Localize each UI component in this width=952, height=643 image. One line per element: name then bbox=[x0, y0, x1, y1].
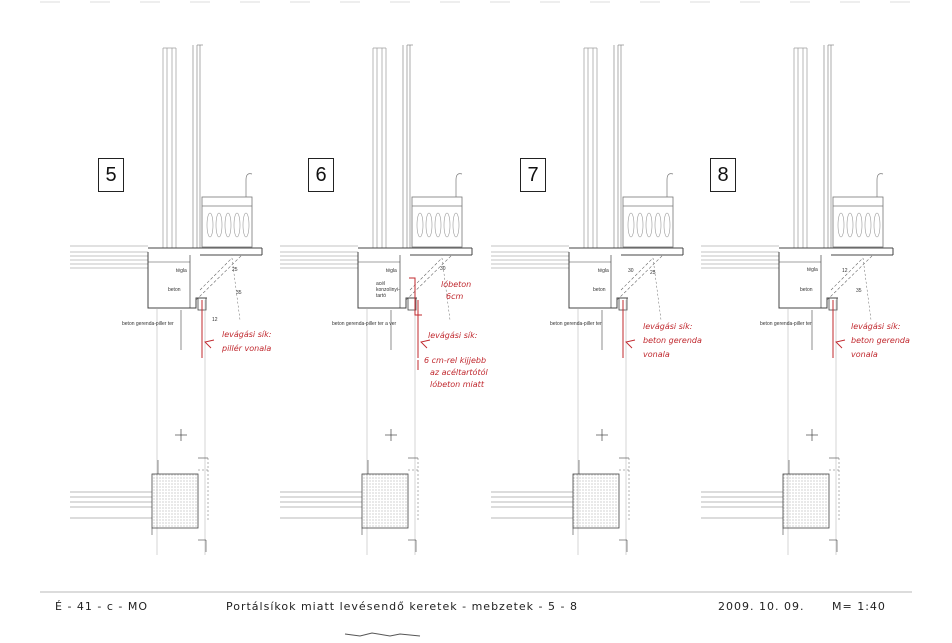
baluster-5-2 bbox=[224, 212, 232, 238]
baluster-8-4 bbox=[873, 212, 881, 238]
baluster-8-3 bbox=[864, 212, 872, 238]
label-tegla-8: tégla bbox=[807, 267, 818, 273]
baluster-8-0 bbox=[837, 212, 845, 238]
drawing-scale: M= 1:40 bbox=[832, 600, 886, 613]
handrail-curl-8 bbox=[876, 173, 884, 197]
panel-number-6: 6 bbox=[308, 158, 334, 192]
label-tegla-6: tégla bbox=[386, 268, 397, 274]
drawing-code: É - 41 - c - MO bbox=[55, 600, 149, 613]
projection-a-5 bbox=[195, 254, 243, 301]
dim-a-5: 12 bbox=[212, 317, 218, 323]
projection-c-6 bbox=[441, 257, 451, 321]
baluster-5-1 bbox=[215, 212, 223, 238]
red-note-7-1: levágási sík: bbox=[643, 322, 693, 331]
balustrade-7 bbox=[622, 196, 674, 248]
handrail-curl-7 bbox=[666, 173, 674, 197]
dim-a-8: 12 bbox=[842, 268, 848, 274]
steel-bracket-6 bbox=[407, 297, 417, 311]
panel-number-5: 5 bbox=[98, 158, 124, 192]
baluster-6-3 bbox=[443, 212, 451, 238]
projection-c-5 bbox=[231, 257, 241, 321]
red-note-7-2: beton gerenda bbox=[643, 336, 702, 345]
drawing-date: 2009. 10. 09. bbox=[718, 600, 805, 613]
red-note-8-3: vonala bbox=[851, 350, 878, 359]
baluster-7-0 bbox=[627, 212, 635, 238]
baluster-5-3 bbox=[233, 212, 241, 238]
dim-b-7: 25 bbox=[650, 270, 656, 276]
red-arrow-6 bbox=[420, 339, 431, 349]
baluster-5-4 bbox=[242, 212, 250, 238]
red-arrow-8 bbox=[835, 339, 846, 349]
drawing-title: Portálsíkok miatt levésendő keretek - me… bbox=[226, 600, 578, 613]
label-tegla-7: tégla bbox=[598, 268, 609, 274]
projection-b-8 bbox=[830, 257, 864, 291]
label-beton-7: beton bbox=[593, 287, 606, 293]
label-beam-8: beton gerenda-piller ter bbox=[760, 321, 812, 327]
label-beton-6: acél konzolinyi-tartó bbox=[376, 281, 400, 299]
red-extra-6-2: 6cm bbox=[446, 292, 464, 301]
label-beam-6: beton gerenda-piller ter a ver bbox=[332, 321, 397, 327]
dim-b-5: 25 bbox=[232, 267, 238, 273]
red-arrow-7 bbox=[625, 339, 636, 349]
plan-pier-5 bbox=[151, 473, 199, 529]
baluster-8-2 bbox=[855, 212, 863, 238]
red-note-8-2: beton gerenda bbox=[851, 336, 910, 345]
baluster-8-1 bbox=[846, 212, 854, 238]
baluster-7-4 bbox=[663, 212, 671, 238]
projection-c-7 bbox=[652, 257, 662, 321]
plan-pier-7 bbox=[572, 473, 620, 529]
red-offset-path-6 bbox=[409, 277, 422, 316]
label-beam-7: beton gerenda-piller ter bbox=[550, 321, 602, 327]
projection-b-7 bbox=[620, 257, 654, 291]
baluster-7-2 bbox=[645, 212, 653, 238]
handrail-curl-6 bbox=[455, 173, 463, 197]
baluster-6-1 bbox=[425, 212, 433, 238]
balustrade-8 bbox=[832, 196, 884, 248]
panel-number-7: 7 bbox=[520, 158, 546, 192]
dim-a-7: 30 bbox=[628, 268, 634, 274]
baluster-7-1 bbox=[636, 212, 644, 238]
handrail-curl-5 bbox=[245, 173, 253, 197]
red-note-6-4: lóbeton miatt bbox=[430, 380, 484, 389]
projection-a-8 bbox=[826, 254, 874, 301]
red-arrow-5 bbox=[204, 339, 215, 349]
label-tegla-5: tégla bbox=[176, 268, 187, 274]
baluster-7-3 bbox=[654, 212, 662, 238]
label-beam-5: beton gerenda-piller ter bbox=[122, 321, 174, 327]
projection-c-8 bbox=[862, 257, 872, 321]
dim-b-8: 35 bbox=[856, 288, 862, 294]
balustrade-6 bbox=[411, 196, 463, 248]
red-note-6-2: 6 cm-rel kijjebb bbox=[424, 356, 487, 365]
red-note-5-1: levágási sík: bbox=[222, 330, 272, 339]
balustrade-5 bbox=[201, 196, 253, 248]
baluster-6-4 bbox=[452, 212, 460, 238]
plan-pier-8 bbox=[782, 473, 830, 529]
baluster-6-0 bbox=[416, 212, 424, 238]
dim-c-5: 35 bbox=[236, 290, 242, 296]
red-note-8-1: levágási sík: bbox=[851, 322, 901, 331]
projection-a-6 bbox=[405, 254, 453, 301]
baluster-5-0 bbox=[206, 212, 214, 238]
red-note-6-1: levágási sík: bbox=[428, 331, 478, 340]
red-extra-6-1: lóbeton bbox=[441, 280, 472, 289]
label-beton-5: beton bbox=[168, 287, 181, 293]
footer-cut-scribble bbox=[344, 632, 421, 637]
panel-number-8: 8 bbox=[710, 158, 736, 192]
red-note-5-2: pillér vonala bbox=[222, 344, 272, 353]
red-note-7-3: vonala bbox=[643, 350, 670, 359]
plan-pier-6 bbox=[361, 473, 409, 529]
red-note-6-3: az acéltartótól bbox=[430, 368, 488, 377]
baluster-6-2 bbox=[434, 212, 442, 238]
projection-b-5 bbox=[199, 257, 233, 291]
projection-a-7 bbox=[616, 254, 664, 301]
dim-a-6: 30 bbox=[440, 266, 446, 272]
label-beton-8: beton bbox=[800, 287, 813, 293]
